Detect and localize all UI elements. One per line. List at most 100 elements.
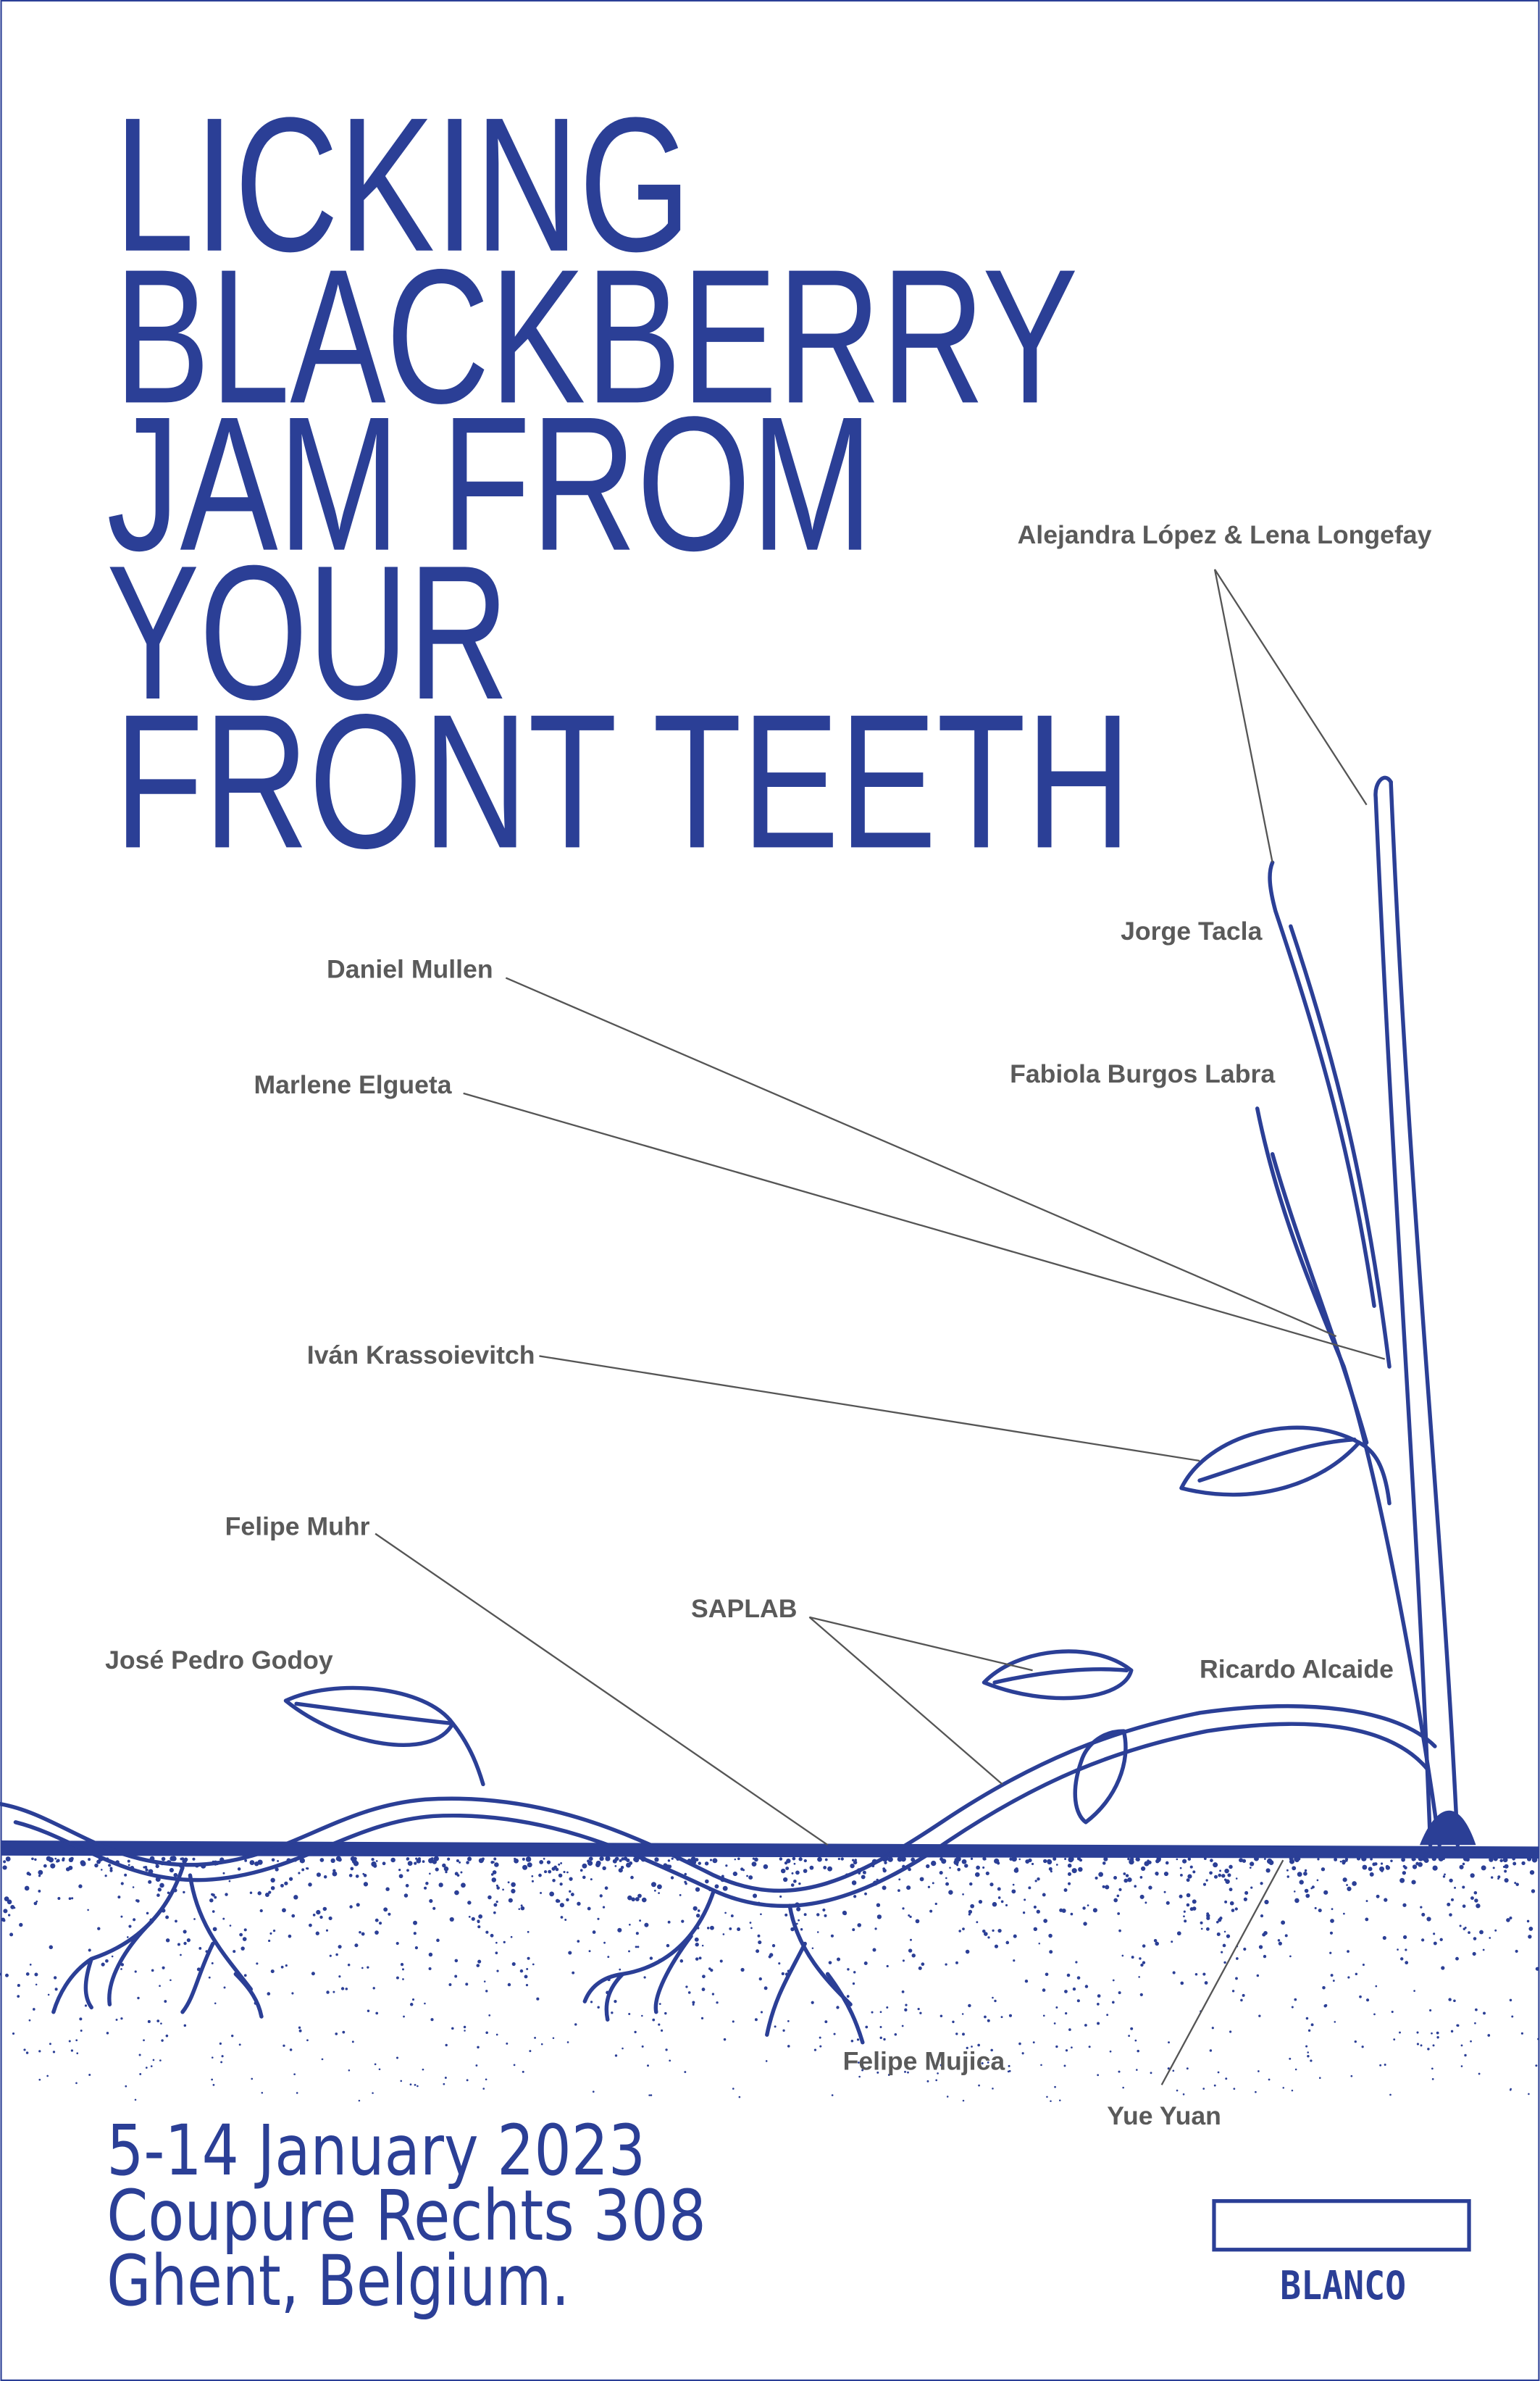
artist-label: Felipe Mujica — [843, 2046, 1006, 2075]
soil-dot — [786, 1859, 791, 1864]
soil-dot — [1229, 2030, 1232, 2033]
soil-dot — [109, 1867, 113, 1870]
soil-dot — [306, 2039, 309, 2042]
soil-dot — [1464, 2053, 1467, 2057]
soil-dot — [335, 2032, 338, 2035]
soil-dot — [941, 1859, 947, 1864]
soil-dot — [268, 1890, 272, 1894]
soil-dot — [430, 1857, 434, 1861]
soil-dot — [847, 1968, 850, 1971]
soil-dot — [1399, 1957, 1404, 1961]
soil-dot — [1136, 2069, 1138, 2071]
soil-dot — [1005, 1940, 1010, 1945]
soil-dot — [422, 2068, 424, 2071]
soil-dot — [1235, 1877, 1238, 1880]
soil-dot — [496, 1969, 499, 1972]
soil-dot — [165, 2034, 169, 2038]
soil-dot — [641, 2014, 643, 2017]
soil-dot — [522, 1864, 528, 1870]
soil-dot — [852, 1928, 855, 1932]
soil-dot — [1156, 1856, 1161, 1861]
soil-dot — [323, 1875, 327, 1879]
soil-dot — [968, 1909, 973, 1914]
artist-labels: Alejandra López & Lena Longefay Jorge Ta… — [105, 520, 1432, 2130]
soil-dot — [1356, 1856, 1361, 1861]
soil-dot — [71, 1897, 74, 1900]
soil-dot — [338, 1975, 341, 1978]
soil-dot — [277, 1860, 279, 1862]
soil-dot — [1304, 1888, 1309, 1893]
soil-dot — [1515, 1949, 1518, 1953]
soil-dot — [271, 1858, 275, 1862]
soil-dot — [238, 2043, 241, 2046]
soil-dot — [414, 2083, 417, 2086]
soil-dot — [857, 1923, 862, 1927]
soil-dot — [183, 2024, 187, 2027]
soil-dot — [790, 1883, 795, 1887]
soil-dot — [319, 1915, 323, 1919]
soil-dot — [978, 1899, 983, 1904]
soil-dot — [992, 2088, 994, 2090]
soil-dot — [338, 1945, 342, 1949]
soil-dot — [1291, 2089, 1294, 2092]
soil-dot — [349, 1905, 353, 1909]
soil-dot — [1179, 1874, 1183, 1877]
soil-dot — [398, 1874, 403, 1879]
soil-dot — [222, 1917, 225, 1920]
soil-dot — [666, 1943, 670, 1948]
soil-dot — [876, 1903, 881, 1907]
soil-dot — [270, 1877, 275, 1883]
soil-dot — [1316, 1879, 1319, 1882]
soil-dot — [316, 1909, 321, 1915]
soil-dot — [1291, 2006, 1294, 2009]
soil-dot — [809, 1865, 814, 1870]
soil-dot — [511, 1961, 516, 1967]
soil-dot — [784, 1861, 788, 1865]
soil-dot — [782, 2029, 785, 2032]
soil-dot — [697, 1909, 700, 1912]
soil-dot — [212, 2083, 215, 2086]
soil-dot — [186, 1938, 191, 1943]
soil-dot — [164, 2000, 167, 2003]
soil-dot — [968, 2003, 971, 2008]
soil-dot — [1226, 1934, 1231, 1938]
soil-dot — [901, 1990, 905, 1993]
soil-dot — [695, 1943, 699, 1947]
soil-dot — [836, 1957, 841, 1961]
soil-dot — [1206, 1916, 1210, 1920]
soil-dot — [485, 1930, 489, 1934]
soil-dot — [1013, 1934, 1017, 1938]
soil-dot — [54, 1988, 58, 1991]
soil-dot — [664, 2011, 667, 2015]
soil-dot — [754, 2018, 758, 2022]
soil-dot — [1213, 1875, 1218, 1879]
soil-dot — [298, 2029, 302, 2032]
soil-dot — [147, 2019, 151, 2023]
soil-dot — [559, 1882, 563, 1886]
soil-dot — [315, 1931, 319, 1935]
soil-dot — [133, 1918, 136, 1922]
soil-dot — [658, 2003, 661, 2006]
soil-dot — [463, 2025, 466, 2029]
soil-dot — [1032, 2041, 1035, 2044]
soil-dot — [779, 1857, 783, 1861]
soil-dot — [1509, 1917, 1512, 1920]
soil-dot — [628, 2012, 631, 2015]
soil-dot — [413, 1932, 417, 1935]
soil-dot — [653, 1889, 656, 1892]
soil-dot — [1043, 1859, 1047, 1864]
soil-dot — [212, 1910, 215, 1913]
soil-dot — [493, 1911, 496, 1914]
soil-dot — [1192, 1906, 1197, 1911]
soil-dot — [414, 1861, 417, 1865]
soil-dot — [1334, 2021, 1336, 2023]
soil-dot — [1528, 1926, 1533, 1931]
soil-dot — [779, 1895, 782, 1898]
soil-dot — [280, 1883, 284, 1888]
soil-dot — [1359, 1995, 1362, 1998]
soil-dot — [617, 1927, 622, 1932]
soil-dot — [1448, 1998, 1452, 2001]
soil-dot — [342, 2030, 346, 2034]
soil-dot — [503, 1940, 506, 1943]
soil-dot — [362, 1872, 365, 1875]
